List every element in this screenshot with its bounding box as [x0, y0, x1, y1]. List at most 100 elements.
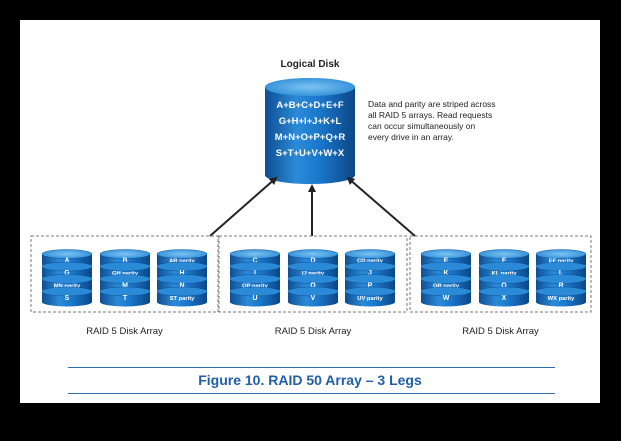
disk-block-label: O: [310, 282, 316, 289]
disk-segment-top: [535, 286, 587, 297]
logical-disk-line-3: M+N+O+P+Q+R: [275, 132, 346, 143]
disk-block-label: EF parity: [549, 258, 575, 264]
array-box: [409, 235, 592, 313]
disk-segment-top: [229, 261, 281, 272]
logical-disk-body: [265, 87, 355, 184]
disk-block-label: F: [502, 257, 507, 264]
disk-block-label: ST parity: [170, 296, 196, 302]
disk-block-label: J: [368, 270, 372, 277]
disk-block-label: N: [179, 282, 184, 289]
logical-disk-top: [265, 78, 355, 96]
disk-block-label: D: [310, 257, 315, 264]
logical-disk-line-2: G+H+I+J+K+L: [279, 116, 342, 127]
disk-block-label: CD parity: [357, 258, 384, 264]
disk-segment-top: [229, 286, 281, 297]
disk-segment-top: [344, 249, 396, 259]
disk-segment-top: [535, 274, 587, 284]
arrow-right: [346, 176, 416, 237]
description: Data and parity are striped across all R…: [368, 99, 518, 143]
disk-block-label: K: [443, 270, 448, 277]
array-box: [218, 235, 408, 313]
disk-block-label: IJ parity: [302, 271, 325, 277]
arrow-left: [209, 176, 278, 237]
disk-segment-top: [99, 261, 151, 272]
disk-segment-top: [287, 249, 339, 259]
disk-segment-top: [287, 274, 339, 284]
disk-segment-top: [156, 261, 208, 272]
disk-block-label: H: [179, 270, 184, 277]
disk-segment-top: [420, 286, 472, 297]
disk-block-label: MN parity: [54, 283, 81, 289]
disk-segment-top: [156, 249, 208, 259]
disk-block-label: I: [254, 270, 256, 277]
description-line: can occur simultaneously on: [368, 121, 476, 131]
disk-block-label: X: [502, 295, 507, 302]
diagram-panel: Logical Disk A+B+C+D+E+F G+H+I+J+K+L M+N…: [20, 20, 600, 403]
disk-block-label: W: [443, 295, 450, 302]
disk-segment-top: [478, 249, 530, 259]
logical-disk-line-4: S+T+U+V+W+X: [276, 148, 345, 159]
disk-segment-top: [420, 274, 472, 284]
disk-block-label: QR parity: [433, 283, 460, 289]
disk-segment-top: [156, 274, 208, 284]
disk-block-label: B: [122, 257, 127, 264]
disk-segment-top: [99, 249, 151, 259]
disk-segment-top: [344, 286, 396, 297]
disk-block-label: WX parity: [548, 296, 576, 302]
disk-block-label: L: [559, 270, 564, 277]
array-label: RAID 5 Disk Array: [462, 326, 539, 337]
disk-segment-top: [344, 261, 396, 272]
array-label: RAID 5 Disk Array: [86, 326, 163, 337]
description-line: every drive in an array.: [368, 132, 454, 142]
figure-caption: Figure 10. RAID 50 Array – 3 Legs: [198, 372, 422, 388]
logical-disk-title: Logical Disk: [281, 59, 340, 70]
disk-segment-top: [41, 249, 93, 259]
disk-block-label: V: [311, 295, 316, 302]
disk-segment-top: [535, 249, 587, 259]
disk-block-label: G: [64, 270, 70, 277]
description-line: all RAID 5 arrays. Read requests: [368, 110, 493, 120]
disk-block-label: A: [64, 257, 69, 264]
disk-block-label: T: [123, 295, 128, 302]
disk-block-label: S: [65, 295, 70, 302]
caption-rule-top: [68, 367, 555, 368]
disk-block-label: GH parity: [112, 271, 139, 277]
disk-segment-top: [420, 249, 472, 259]
disk-segment-top: [420, 261, 472, 272]
disk-block-label: AB parity: [169, 258, 196, 264]
array-box: [30, 235, 219, 313]
disk-block-label: OP parity: [242, 283, 268, 289]
disk-segment-top: [41, 274, 93, 284]
disk-block-label: UV parity: [357, 296, 383, 302]
logical-disk: Logical Disk A+B+C+D+E+F G+H+I+J+K+L M+N…: [265, 59, 355, 184]
disk-segment-top: [478, 286, 530, 297]
disk-segment-top: [344, 274, 396, 284]
disk-segment-top: [478, 261, 530, 272]
disk-block-label: C: [252, 257, 257, 264]
caption-rule-bottom: [68, 393, 555, 394]
disk-segment-top: [287, 261, 339, 272]
disk-block-label: E: [444, 257, 449, 264]
description-line: Data and parity are striped across: [368, 99, 496, 109]
disk-segment-top: [41, 261, 93, 272]
disk-segment-top: [156, 286, 208, 297]
disk-block-label: Q: [501, 282, 507, 289]
disk-segment-top: [535, 261, 587, 272]
array-label: RAID 5 Disk Array: [275, 326, 352, 337]
logical-disk-line-1: A+B+C+D+E+F: [276, 100, 344, 111]
disk-segment-top: [41, 286, 93, 297]
disk-segment-top: [478, 274, 530, 284]
raid50-diagram: Logical Disk A+B+C+D+E+F G+H+I+J+K+L M+N…: [30, 59, 592, 337]
disk-segment-top: [99, 286, 151, 297]
disk-block-label: P: [368, 282, 373, 289]
